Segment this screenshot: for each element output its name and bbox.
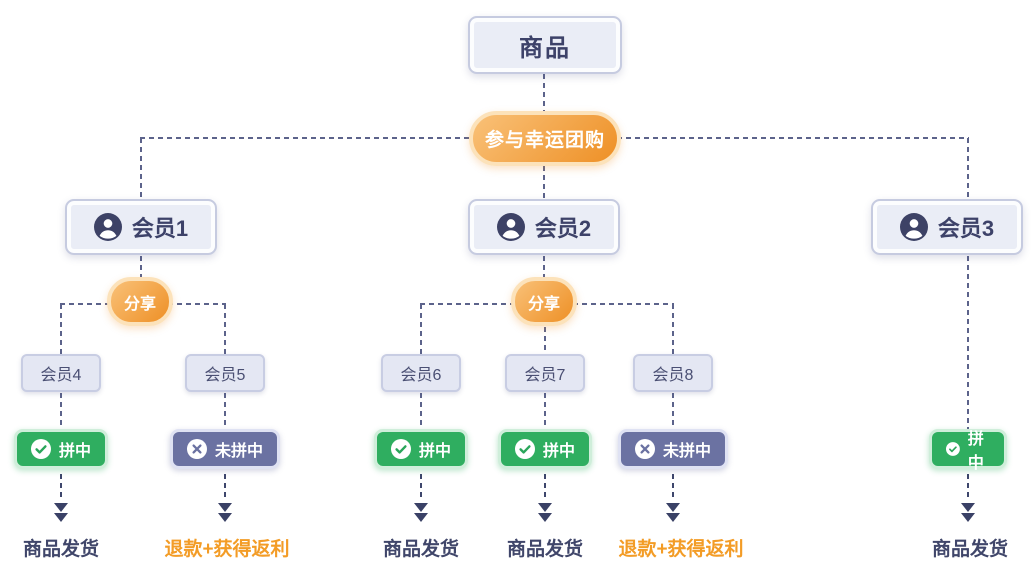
status-badge-lose: 未拼中 [617,429,729,469]
check-circle-icon [514,439,535,459]
arrow-down-icon [414,503,428,512]
member8-node: 会员8 [633,354,713,392]
arrow-connector [967,474,969,501]
member6-label: 会员6 [400,367,442,384]
person-icon [93,213,122,241]
connector [543,74,545,112]
result-label: 商品发货 [382,539,460,560]
check-circle-icon [390,439,411,459]
connector [224,304,226,355]
member4-node: 会员4 [21,354,101,392]
member2-label: 会员2 [534,216,592,241]
result-label: 商品发货 [22,539,100,560]
connector [544,393,546,430]
arrow-down-icon [414,513,428,522]
product-label: 商品 [519,34,571,62]
member1-node: 会员1 [65,199,217,255]
arrow-connector [544,474,546,501]
member4-label: 会员4 [40,367,82,384]
connector [60,304,62,355]
member6-node: 会员6 [381,354,461,392]
connector [543,166,545,200]
product-node: 商品 [468,16,622,74]
arrow-down-icon [538,513,552,522]
status-label: 拼中 [542,443,576,460]
x-circle-icon [634,439,655,459]
share-label: 分享 [123,295,156,313]
status-badge-lose: 未拼中 [169,429,281,469]
connector [544,327,546,355]
connector [672,304,674,355]
result-label: 商品发货 [506,539,584,560]
arrow-connector [60,474,62,501]
arrow-down-icon [961,503,975,512]
share-pill-member2: 分享 [511,277,577,326]
member3-label: 会员3 [937,216,995,241]
arrow-connector [224,474,226,501]
status-badge-win: 拼中 [373,429,469,469]
arrow-down-icon [666,503,680,512]
person-icon [496,213,525,241]
member8-label: 会员8 [652,367,694,384]
arrow-down-icon [54,503,68,512]
participate-pill: 参与幸运团购 [469,111,621,166]
member1-label: 会员1 [131,216,189,241]
status-label: 拼中 [967,431,984,472]
arrow-connector [672,474,674,501]
arrow-connector [420,474,422,501]
status-badge-win: 拼中 [497,429,593,469]
result-label: 退款+获得返利 [164,539,290,560]
connector [224,393,226,430]
person-icon [899,213,928,241]
status-label: 拼中 [418,443,452,460]
connector [420,393,422,430]
check-circle-icon [945,439,960,459]
connector [140,256,142,279]
connector [672,393,674,430]
share-label: 分享 [527,295,560,313]
x-circle-icon [186,439,207,459]
arrow-down-icon [218,503,232,512]
member7-label: 会员7 [524,367,566,384]
result-label: 商品发货 [931,539,1009,560]
share-pill-member1: 分享 [107,277,173,326]
check-circle-icon [30,439,51,459]
arrow-down-icon [538,503,552,512]
member2-node: 会员2 [468,199,620,255]
member5-node: 会员5 [185,354,265,392]
arrow-down-icon [961,513,975,522]
status-label: 未拼中 [214,443,264,460]
arrow-down-icon [666,513,680,522]
connector [140,138,142,200]
status-badge-win: 拼中 [13,429,109,469]
connector [543,256,545,279]
member7-node: 会员7 [505,354,585,392]
arrow-down-icon [218,513,232,522]
status-label: 未拼中 [662,443,712,460]
result-label: 退款+获得返利 [618,539,744,560]
connector [60,393,62,430]
status-label: 拼中 [58,443,92,460]
connector [420,304,422,355]
member3-node: 会员3 [871,199,1023,255]
member5-label: 会员5 [204,367,246,384]
status-badge-win: 拼中 [928,429,1008,472]
arrow-down-icon [54,513,68,522]
connector [967,256,969,430]
participate-label: 参与幸运团购 [484,130,605,151]
connector [967,138,969,200]
